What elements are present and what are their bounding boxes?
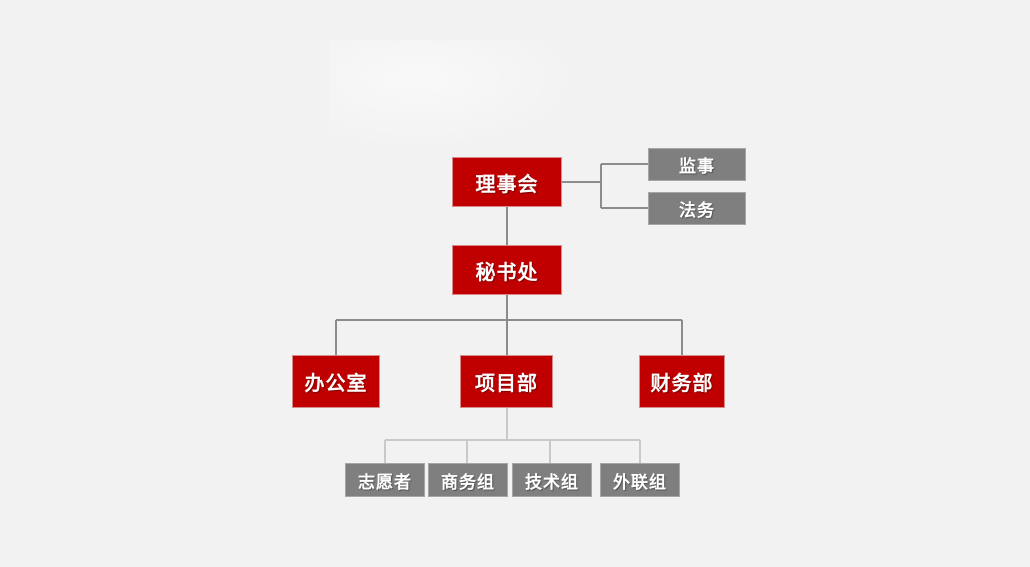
node-business-group[interactable]: 商务组 xyxy=(428,463,508,497)
node-office[interactable]: 办公室 xyxy=(292,355,380,408)
node-project-dept[interactable]: 项目部 xyxy=(460,355,553,408)
node-secretariat[interactable]: 秘书处 xyxy=(452,245,562,295)
node-outreach-group[interactable]: 外联组 xyxy=(600,463,680,497)
node-finance-dept[interactable]: 财务部 xyxy=(639,355,725,408)
node-volunteer-group[interactable]: 志愿者 xyxy=(345,463,425,497)
node-board[interactable]: 理事会 xyxy=(452,157,562,207)
node-legal[interactable]: 法务 xyxy=(648,192,746,225)
node-supervisor[interactable]: 监事 xyxy=(648,148,746,181)
node-tech-group[interactable]: 技术组 xyxy=(512,463,592,497)
